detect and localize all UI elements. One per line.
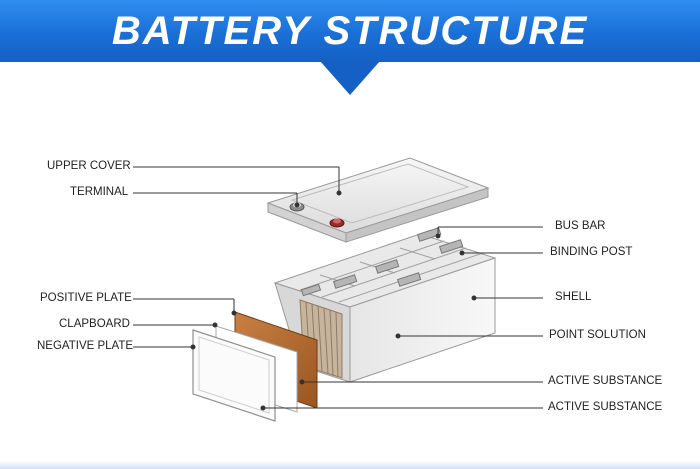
upper-cover [266,157,490,243]
bottom-rule [0,461,700,469]
label-positive-plate: POSITIVE PLATE [40,292,132,304]
title-banner [0,0,700,62]
leader-lines-left [133,166,342,350]
label-negative-plate: NEGATIVE PLATE [37,340,134,352]
label-clapboard: CLAPBOARD [59,318,130,330]
label-binding-post: BINDING POST [550,246,633,258]
label-terminal: TERMINAL [70,186,129,198]
label-shell: SHELL [555,291,592,303]
bus-bars [300,227,464,297]
negative-plate [192,329,276,422]
label-point-solution: POINT SOLUTION [549,329,646,341]
label-upper-cover: UPPER COVER [47,160,131,172]
label-active-substance-upper: ACTIVE SUBSTANCE [548,375,663,387]
label-bus-bar: BUS BAR [555,220,606,232]
label-active-substance-lower: ACTIVE SUBSTANCE [548,401,663,413]
leader-lines-right [260,226,543,411]
banner-pointer [320,61,380,95]
page-title: BATTERY STRUCTURE [111,9,589,53]
